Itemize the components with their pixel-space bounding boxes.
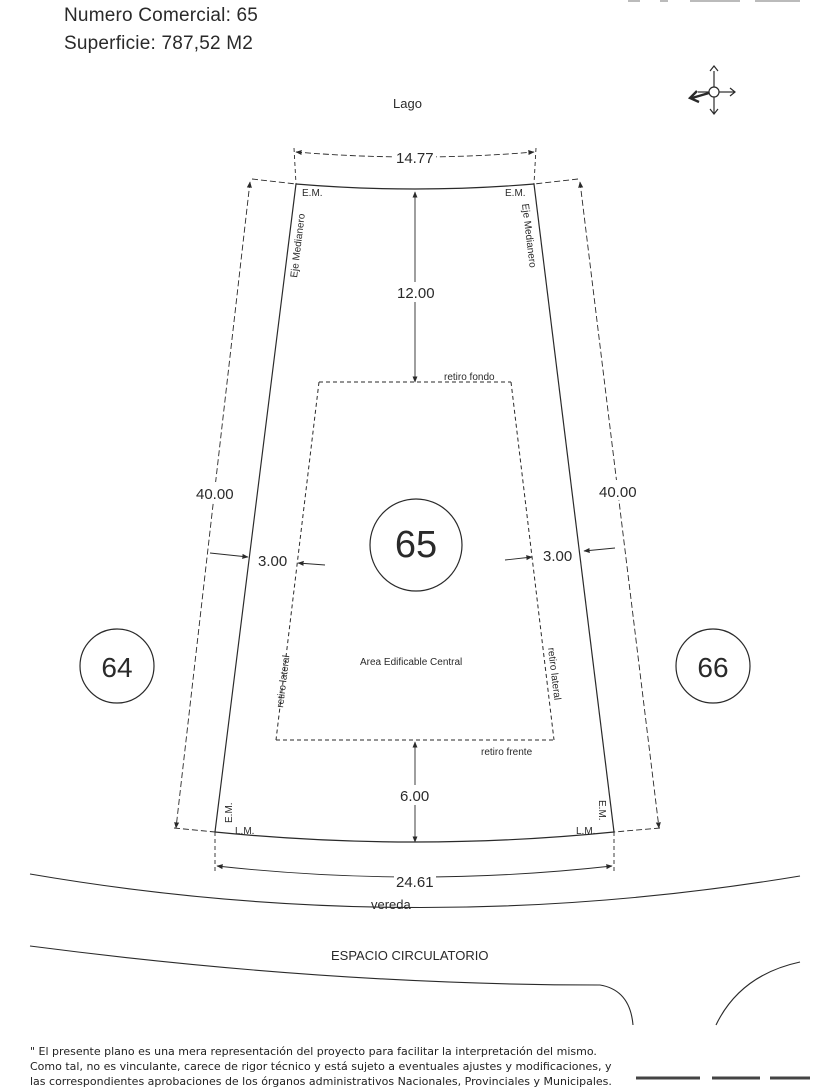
disclaimer-line: las correspondientes aprobaciones de los… [30,1075,612,1088]
north-arrow-icon [687,65,736,115]
disclaimer: " El presente plano es una mera represen… [30,1044,612,1089]
neighbor-left-number: 64 [101,652,132,683]
retiro-lateral-dimensions [209,547,616,566]
lot-number: 65 [395,524,437,566]
buildable-area [275,381,555,741]
lot-number-circle [369,498,463,592]
espacio-circulatorio-label: ESPACIO CIRCULATORIO [331,948,488,963]
eje-medianero-left: Eje Medianero [289,213,308,279]
eje-medianero-right: Eje Medianero [519,203,538,269]
disclaimer-line: " El presente plano es una mera represen… [30,1045,597,1058]
vereda-label: vereda [371,897,412,912]
retiro-lateral-right-label: retiro lateral [545,647,562,701]
bottom-width-dimension [214,832,615,878]
retiro-frente-label: retiro frente [481,747,533,758]
depth-dimensions [173,178,661,833]
em-label-bottom-right: E.M. [596,800,607,821]
bottom-width-label: 24.61 [396,874,434,891]
em-label-bottom-left: E.M. [224,802,235,823]
retiro-fondo-value: 12.00 [397,285,435,302]
em-label-top-left: E.M. [302,188,323,199]
depth-right-label: 40.00 [599,484,637,501]
disclaimer-line: Como tal, no es vinculante, carece de ri… [30,1060,612,1073]
retiro-lateral-left-label: retiro lateral [275,655,292,709]
vereda-curbs [29,873,801,1026]
neighbor-right-number: 66 [697,652,728,683]
numero-comercial: Numero Comercial: 65 [64,5,259,26]
area-edificable-label: Area Edificable Central [360,657,462,668]
lago-label: Lago [393,96,422,111]
neighbor-left-circle [79,628,155,704]
retiro-frente-value: 6.00 [400,788,429,805]
superficie: Superficie: 787,52 M2 [64,33,254,54]
retiro-fondo-label: retiro fondo [444,372,495,383]
top-width-label: 14.77 [396,150,434,167]
lm-label-right: L.M. [576,826,595,837]
retiro-lateral-right-value: 3.00 [543,548,572,565]
depth-left-label: 40.00 [196,486,234,503]
em-label-top-right: E.M. [505,188,526,199]
lm-label-left: L.M. [235,826,254,837]
neighbor-right-circle [675,628,751,704]
retiro-lateral-left-value: 3.00 [258,553,287,570]
